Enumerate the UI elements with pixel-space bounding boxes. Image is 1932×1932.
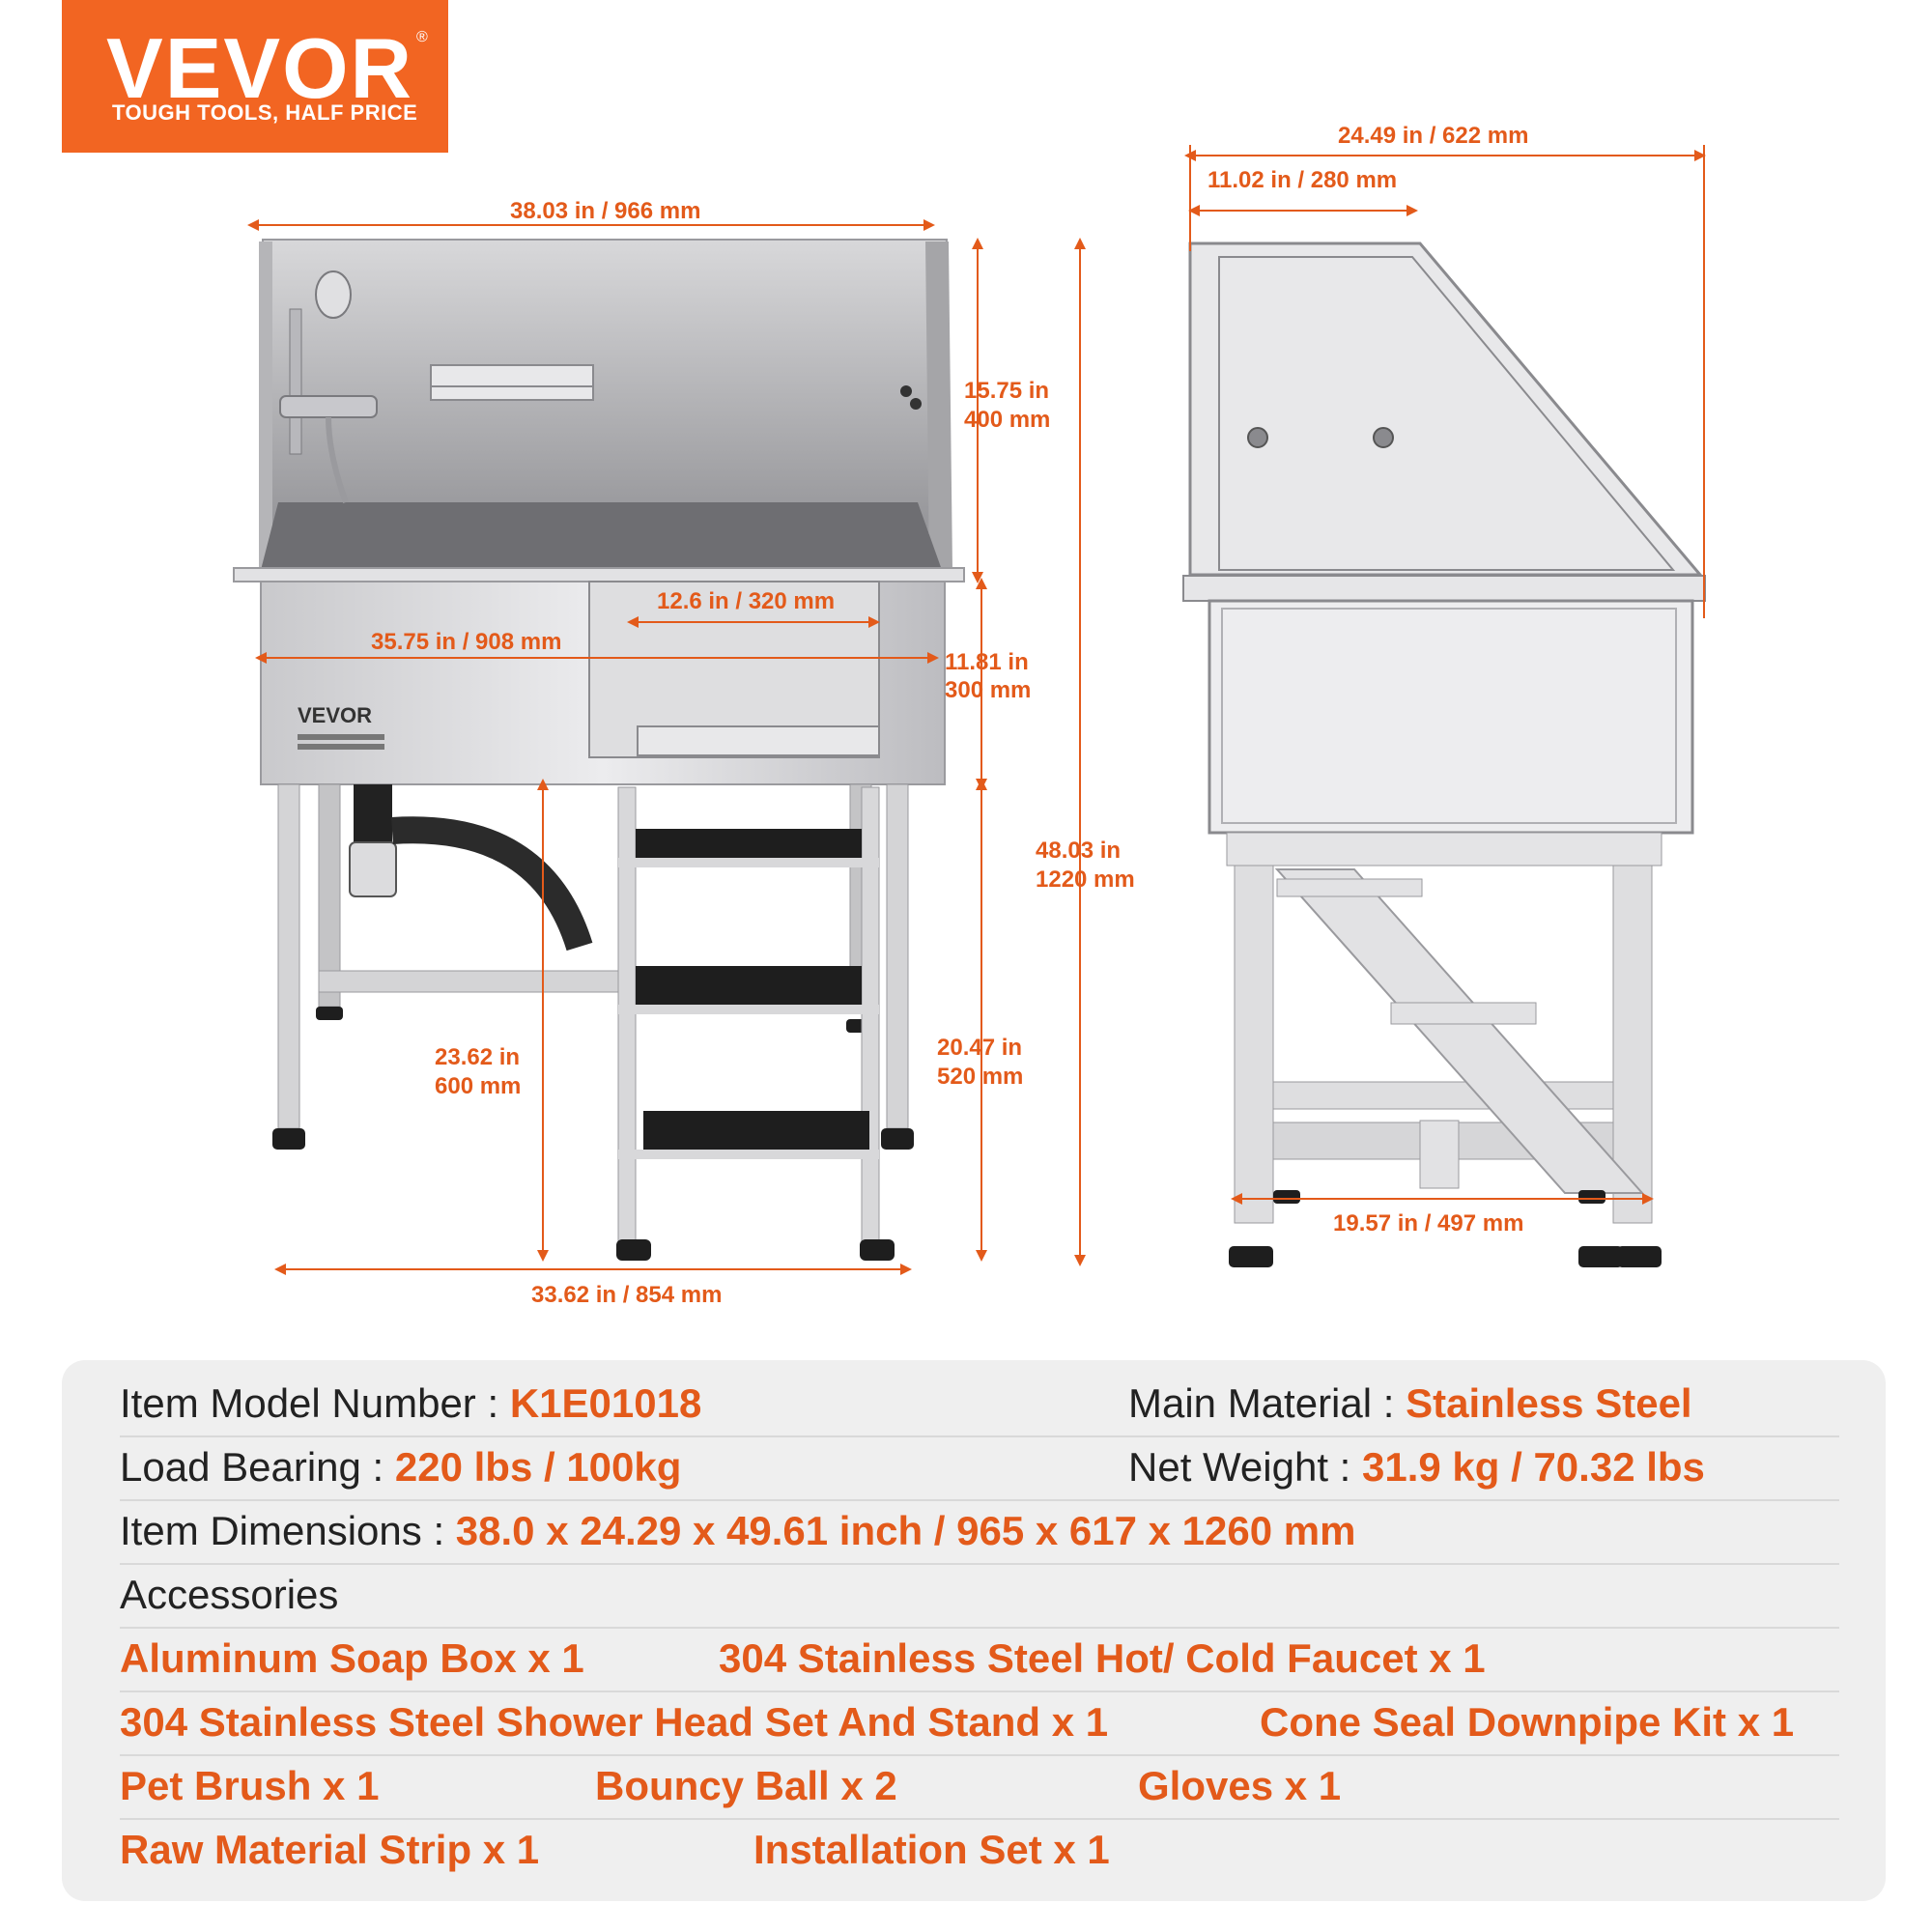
accessory-item: Pet Brush x 1 (120, 1763, 380, 1808)
vevor-logo: VEVOR ® TOUGH TOOLS, HALF PRICE (62, 0, 448, 153)
material-value: Stainless Steel (1406, 1380, 1692, 1426)
dim-backsplash-in: 15.75 in (964, 378, 1049, 404)
weight-label: Net Weight (1128, 1444, 1328, 1490)
side-right-leg (1612, 865, 1653, 1224)
dims-label: Item Dimensions (120, 1508, 422, 1553)
registered-mark: ® (416, 29, 428, 45)
steps-ladder (616, 786, 895, 1261)
accessory-item: 304 Stainless Steel Hot/ Cold Faucet x 1 (719, 1635, 1486, 1681)
spec-row-2: Load Bearing : 220 lbs / 100kg Net Weigh… (120, 1435, 1839, 1501)
side-body (1208, 599, 1694, 835)
specifications-panel: Item Model Number : K1E01018 Main Materi… (62, 1360, 1886, 1901)
accessory-item: Cone Seal Downpipe Kit x 1 (1260, 1699, 1795, 1745)
side-backsplash (1188, 242, 1704, 577)
accessories-row-4: Raw Material Strip x 1 Installation Set … (120, 1818, 1839, 1882)
model-label: Item Model Number (120, 1380, 476, 1426)
spec-row-4: Accessories (120, 1563, 1839, 1629)
spec-row-3: Item Dimensions : 38.0 x 24.29 x 49.61 i… (120, 1499, 1839, 1565)
accessories-row-1: Aluminum Soap Box x 1 304 Stainless Stee… (120, 1627, 1839, 1692)
product-dimension-drawing: VEVOR (233, 123, 1706, 1308)
body-brand-label: VEVOR (298, 703, 372, 727)
dim-leg-height-in: 20.47 in (937, 1035, 1022, 1061)
spec-row-1: Item Model Number : K1E01018 Main Materi… (120, 1372, 1839, 1437)
dim-total-height-in: 48.03 in (1036, 838, 1121, 864)
front-left-leg (277, 783, 300, 1129)
left-flange (259, 242, 272, 570)
side-left-leg (1234, 865, 1274, 1224)
dim-tub-depth-in: 11.81 in (945, 649, 1029, 675)
accessories-row-3: Pet Brush x 1 Bouncy Ball x 2 Gloves x 1 (120, 1754, 1839, 1820)
dim-inner-length: 35.75 in / 908 mm (371, 629, 561, 655)
front-view: VEVOR (233, 198, 1135, 1308)
leg-crossbar (318, 970, 629, 993)
right-flange (925, 242, 952, 570)
dim-step-height-in: 23.62 in (435, 1044, 520, 1070)
brand-tagline: TOUGH TOOLS, HALF PRICE (112, 100, 418, 125)
load-value: 220 lbs / 100kg (394, 1444, 682, 1490)
tub-floor (261, 502, 942, 570)
side-rim (1182, 575, 1706, 602)
accessory-item: Gloves x 1 (1138, 1763, 1342, 1808)
brand-name: VEVOR (106, 20, 414, 116)
dim-total-height-mm: 1220 mm (1036, 867, 1135, 893)
load-label: Load Bearing (120, 1444, 361, 1490)
accessory-item: 304 Stainless Steel Shower Head Set And … (120, 1699, 1109, 1745)
dim-leg-height-mm: 520 mm (937, 1064, 1023, 1090)
dim-step-height-mm: 600 mm (435, 1073, 521, 1099)
accessory-item: Aluminum Soap Box x 1 (120, 1635, 584, 1681)
accessory-item: Installation Set x 1 (753, 1827, 1110, 1872)
side-view: 24.49 in / 622 mm 11.02 in / 280 mm 19.5… (1182, 123, 1706, 1267)
weight-value: 31.9 kg / 70.32 lbs (1362, 1444, 1705, 1490)
accessories-row-2: 304 Stainless Steel Shower Head Set And … (120, 1690, 1839, 1756)
tub-rim (233, 567, 965, 582)
material-label: Main Material (1128, 1380, 1373, 1426)
dim-backsplash-mm: 400 mm (964, 407, 1050, 433)
accessories-label: Accessories (120, 1572, 339, 1617)
dim-door-width: 12.6 in / 320 mm (657, 588, 835, 614)
dim-side-base-depth: 19.57 in / 497 mm (1333, 1210, 1523, 1236)
dim-base-width: 33.62 in / 854 mm (531, 1282, 722, 1308)
dim-top-width: 38.03 in / 966 mm (510, 198, 700, 224)
soap-box-icon (430, 364, 594, 401)
dim-side-top-depth: 11.02 in / 280 mm (1208, 167, 1397, 193)
dims-value: 38.0 x 24.29 x 49.61 inch / 965 x 617 x … (455, 1508, 1356, 1553)
front-right-leg (886, 783, 909, 1129)
dim-side-depth: 24.49 in / 622 mm (1338, 123, 1528, 149)
shower-head-icon (279, 270, 378, 504)
drain-pipe-icon (349, 784, 593, 952)
model-value: K1E01018 (509, 1380, 702, 1426)
dim-tub-depth-mm: 300 mm (945, 677, 1031, 703)
accessory-item: Raw Material Strip x 1 (120, 1827, 540, 1872)
accessory-item: Bouncy Ball x 2 (595, 1763, 897, 1808)
